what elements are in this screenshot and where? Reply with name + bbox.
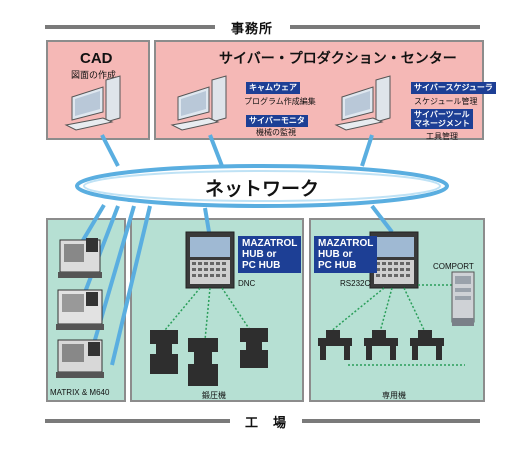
center-left-network-link (208, 134, 224, 167)
cad-subtitle: 図面の作成 (71, 70, 117, 80)
dnc-hub-label-line-2: HUB or (242, 249, 277, 260)
special-hub-link (370, 204, 394, 234)
comport-device (451, 271, 475, 326)
cyber-tool-management-line-2: マネージメント (414, 119, 470, 128)
dnc-hub-controller (185, 231, 235, 289)
dnc-link-label: DNC (238, 279, 256, 288)
matrix-machine-3 (56, 339, 104, 378)
cyber-monitor-module-desc: 機械の監視 (256, 128, 296, 137)
cyber-monitor-module-label: サイバーモニタ (246, 115, 308, 127)
cyber-scheduler-module-label: サイバースケジューラ (411, 82, 496, 94)
rs232c-link-label: RS232C (340, 279, 371, 288)
dnc-area-caption: 鍛圧機 (202, 391, 226, 400)
special-hub-label-line-1: MAZATROL (318, 238, 374, 249)
dnc-hub-label-line-3: PC HUB (242, 260, 281, 271)
special-machine-1 (318, 330, 352, 360)
special-hub-label: MAZATROL HUB or PC HUB (314, 236, 378, 273)
center-right-network-link (360, 134, 374, 167)
cyber-tool-management-module-desc: 工具管理 (426, 132, 458, 141)
special-machine-3 (410, 330, 444, 360)
factory-banner-label: 工 場 (230, 412, 302, 431)
office-banner-line-left (45, 25, 215, 29)
press-machine-2 (188, 338, 218, 386)
factory-banner-line-left (45, 419, 230, 423)
network-ring (75, 164, 449, 208)
cyber-tool-management-module-label: サイバーツール マネージメント (411, 109, 473, 129)
camware-module-desc: プログラム作成編集 (244, 97, 316, 106)
matrix-area-caption: MATRIX & M640 (50, 388, 110, 397)
special-area-caption: 専用機 (382, 391, 406, 400)
press-machine-1 (150, 330, 178, 374)
special-hub-label-line-2: HUB or (318, 249, 353, 260)
dnc-hub-label: MAZATROL HUB or PC HUB (238, 236, 302, 273)
network-label: ネットワーク (205, 179, 320, 200)
cyber-center-title: サイバー・プロダクション・センター (219, 50, 457, 66)
office-banner-line-right (290, 25, 480, 29)
cad-computer (64, 75, 121, 131)
press-machine-3 (240, 328, 268, 368)
factory-banner-line-right (290, 419, 480, 423)
matrix-machine-2 (56, 289, 104, 330)
special-machine-2 (364, 330, 398, 360)
camware-module-label: キャムウェア (246, 82, 300, 94)
cyber-tool-management-line-1: サイバーツール (414, 110, 470, 119)
office-banner-label: 事務所 (215, 18, 289, 37)
cyber-scheduler-module-desc: スケジュール管理 (414, 97, 478, 106)
center-left-computer (170, 75, 227, 131)
cad-title: CAD (80, 50, 113, 67)
hub-machine-connectors (164, 284, 465, 366)
center-right-computer (334, 75, 391, 131)
dnc-hub-label-line-1: MAZATROL (242, 238, 298, 249)
comport-label: COMPORT (433, 262, 474, 271)
matrix-link-4 (110, 205, 152, 366)
cad-network-link (100, 134, 120, 167)
matrix-machine-1 (58, 238, 102, 278)
special-hub-label-line-3: PC HUB (318, 260, 357, 271)
